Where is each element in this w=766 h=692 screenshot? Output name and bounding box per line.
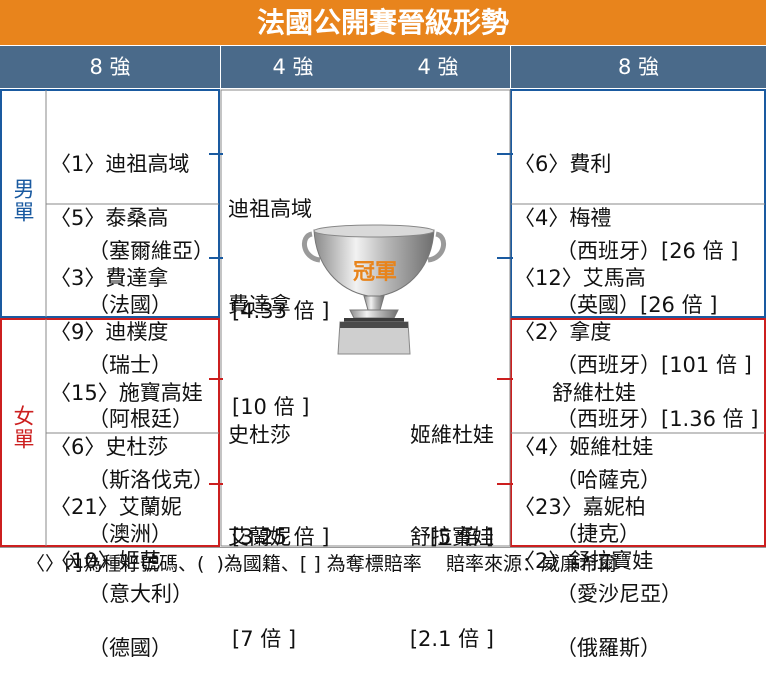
- women-label: 女單: [1, 405, 45, 457]
- player-name: 〈2〉舒拉寶娃: [514, 549, 654, 573]
- sf-player-name: 姬維杜娃: [410, 423, 494, 447]
- women-sf-left-1: 史杜莎 [3.25 倍 ]: [228, 350, 330, 588]
- sf-player-name: 舒拉寶娃: [410, 525, 494, 549]
- player-name: 舒維杜娃: [552, 381, 636, 405]
- men-qf-right-1: 〈6〉費利 （西班牙）[26 倍 ]: [514, 92, 738, 295]
- player-country: （德國）: [88, 636, 172, 660]
- women-sf-right-1: 姬維杜娃 [5 倍 ]: [398, 350, 494, 588]
- player-name: 〈4〉姬維杜娃: [514, 435, 654, 459]
- sf-player-odds: [7 倍 ]: [232, 627, 297, 651]
- men-qf-left-4: 〈9〉迪樸度 （阿根廷）: [50, 260, 193, 463]
- player-name: 〈2〉拿度: [514, 320, 612, 344]
- women-label-text: 女單: [11, 405, 35, 451]
- men-label-text: 男單: [11, 178, 35, 224]
- player-country: （斯洛伐克）: [88, 468, 214, 492]
- sf-player-odds: [2.1 倍 ]: [409, 627, 494, 651]
- sf-player-odds: [10 倍 ]: [232, 395, 310, 419]
- men-sf-left-2: 費達拿 [10 倍 ]: [228, 220, 309, 458]
- player-country-odds: （西班牙）[101 倍 ]: [556, 353, 752, 377]
- player-country: （瑞士）: [88, 353, 172, 377]
- sf-player-name: 艾蘭妮: [228, 525, 291, 549]
- trophy-icon: [302, 224, 446, 355]
- footer-note: 〈〉內為種籽號碼、( )為國籍、[ ] 為奪標賠率 賠率來源：威廉希爾: [0, 547, 766, 580]
- sf-player-odds: [5 倍 ]: [429, 525, 494, 549]
- header-semifinal: 4 強 4 強: [221, 46, 510, 88]
- trophy-label: 冠軍: [352, 260, 397, 285]
- player-name: 〈6〉費利: [514, 152, 612, 176]
- sf-player-name: 費達拿: [228, 293, 291, 317]
- semifinal-column: [220, 89, 511, 547]
- player-country: （法國）: [88, 293, 172, 317]
- player-country-odds: （西班牙）[1.36 倍 ]: [556, 407, 759, 431]
- men-qf-right-2: 〈4〉梅禮 （英國）[26 倍 ]: [514, 146, 717, 349]
- player-name: 〈15〉施寶高娃: [50, 381, 203, 405]
- header-semifinal-right: 4 強: [417, 55, 459, 79]
- player-country-odds: （西班牙）[26 倍 ]: [556, 239, 739, 263]
- sf-player-name: 迪祖高域: [228, 197, 312, 221]
- women-qf-right-1: 舒維杜娃 （哈薩克）: [552, 321, 661, 524]
- player-name: 〈21〉艾蘭妮: [50, 495, 182, 519]
- women-qf-left-4: 〈10〉姬芭 （德國）: [50, 489, 172, 692]
- player-country-odds: （英國）[26 倍 ]: [556, 293, 718, 317]
- player-name: 〈23〉嘉妮柏: [514, 495, 646, 519]
- player-name: 〈4〉梅禮: [514, 206, 612, 230]
- men-qf-left-1: 〈1〉迪祖高域 （塞爾維亞）: [50, 92, 214, 295]
- women-qf-right-2: 〈4〉姬維杜娃 （捷克）: [514, 375, 653, 578]
- women-qf-left-2: 〈6〉史杜莎 （澳洲）: [50, 375, 172, 578]
- women-qf-left-1: 〈15〉施寶高娃 （斯洛伐克）: [50, 321, 214, 524]
- men-label: 男單: [1, 178, 45, 230]
- sf-player-odds: [3.25 倍 ]: [232, 525, 330, 549]
- sf-player-name: 史杜莎: [228, 423, 291, 447]
- player-country: （捷克）: [556, 522, 640, 546]
- player-name: 〈3〉費達拿: [50, 266, 169, 290]
- player-name: 〈6〉史杜莎: [50, 435, 169, 459]
- player-name: 〈10〉姬芭: [50, 549, 161, 573]
- player-country: （澳洲）: [88, 522, 172, 546]
- player-country: （塞爾維亞）: [88, 239, 214, 263]
- header-semifinal-left: 4 強: [272, 55, 314, 79]
- player-country: （哈薩克）: [556, 468, 661, 492]
- player-country: （俄羅斯）: [556, 636, 661, 660]
- player-name: 〈12〉艾馬高: [514, 266, 646, 290]
- player-name: 〈5〉泰桑高: [50, 206, 169, 230]
- header-quarterfinal-left: 8 強: [0, 46, 220, 88]
- page-title: 法國公開賽晉級形勢: [0, 0, 766, 45]
- player-name: 〈9〉迪樸度: [50, 320, 169, 344]
- men-qf-left-3: 〈3〉費達拿 （瑞士）: [50, 206, 172, 409]
- header-quarterfinal-right: 8 強: [511, 46, 766, 88]
- men-qf-right-3: 〈12〉艾馬高 （西班牙）[101 倍 ]: [514, 206, 752, 409]
- women-qf-right-4: 〈2〉舒拉寶娃 （俄羅斯）: [514, 489, 661, 692]
- sf-player-odds: [4.33 倍 ]: [232, 299, 330, 323]
- bracket-frame: [0, 89, 766, 547]
- men-qf-right-4: 〈2〉拿度 （西班牙）[1.36 倍 ]: [514, 260, 759, 463]
- player-name: 〈1〉迪祖高域: [50, 152, 190, 176]
- men-qf-left-2: 〈5〉泰桑高 （法國）: [50, 146, 172, 349]
- men-sf-left-1: 迪祖高域 [4.33 倍 ]: [228, 124, 330, 362]
- player-country: （阿根廷）: [88, 407, 193, 431]
